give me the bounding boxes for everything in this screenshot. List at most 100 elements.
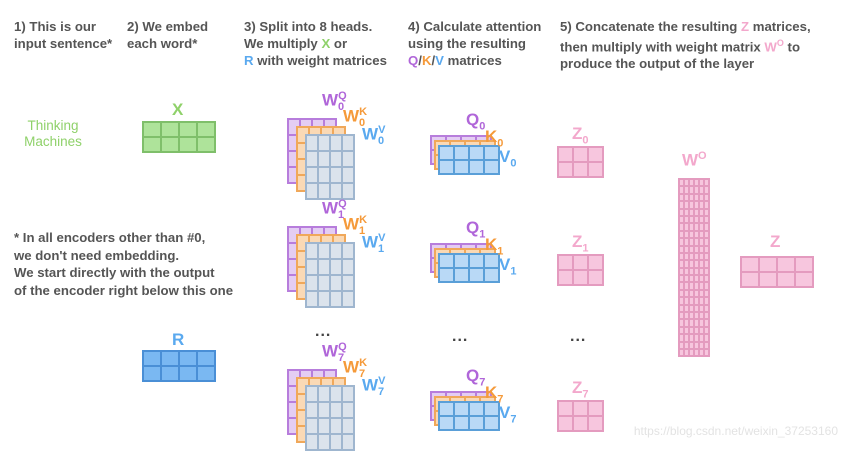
- z-matrix: [557, 146, 604, 178]
- wo-cell: [704, 193, 709, 202]
- wo-cell: [694, 223, 699, 231]
- wo-cell: [684, 267, 689, 276]
- heading-step-3: 3) Split into 8 heads. We multiply X or …: [244, 19, 387, 68]
- r-cell: [161, 351, 179, 366]
- matrix-cell: [306, 183, 318, 199]
- matrix-cell: [330, 402, 342, 418]
- matrix-cell: [439, 254, 454, 268]
- wo-cell: [684, 252, 689, 261]
- wv-label: W1V: [362, 232, 386, 256]
- wo-cell: [704, 341, 709, 349]
- matrix-cell: [306, 275, 318, 291]
- wq-label: W1Q: [322, 198, 347, 222]
- wo-cell: [694, 201, 699, 209]
- matrix-cell: [318, 167, 330, 183]
- r-cell: [197, 366, 215, 381]
- wo-cell: [699, 252, 704, 261]
- wo-cell: [689, 179, 694, 187]
- x-cell: [143, 122, 161, 137]
- matrix-cell: [342, 243, 354, 259]
- x-cell: [179, 122, 197, 137]
- wo-cell: [679, 238, 684, 246]
- wo-cell: [699, 312, 704, 320]
- wo-cell: [684, 245, 689, 253]
- x-cell: [143, 137, 161, 152]
- wo-cell: [694, 304, 699, 313]
- r-cell: [143, 366, 161, 381]
- wo-cell: [694, 252, 699, 261]
- wo-cell: [704, 260, 709, 268]
- wo-cell: [689, 186, 694, 194]
- matrix-cell: [306, 402, 318, 418]
- ellipsis-weights: ...: [315, 323, 332, 340]
- matrix-cell: [484, 160, 499, 174]
- wo-cell: [689, 312, 694, 320]
- z-label: Z7: [572, 378, 589, 401]
- matrix-cell: [330, 275, 342, 291]
- matrix-cell: [318, 386, 330, 402]
- wo-cell: [694, 348, 699, 357]
- watermark: https://blog.csdn.net/weixin_37253160: [633, 424, 838, 438]
- wo-cell: [699, 348, 704, 357]
- wo-cell: [684, 319, 689, 327]
- wo-cell: [704, 334, 709, 342]
- wo-cell: [699, 282, 704, 290]
- v-label: V0: [499, 147, 517, 170]
- q-label: Q0: [466, 110, 486, 133]
- matrix-cell: [318, 402, 330, 418]
- wo-cell: [684, 208, 689, 216]
- matrix-cell: [342, 183, 354, 199]
- matrix-cell: [573, 401, 588, 416]
- wo-cell: [704, 275, 709, 283]
- v-matrix: [438, 145, 500, 175]
- matrix-cell: [318, 151, 330, 167]
- wo-cell: [679, 312, 684, 320]
- wo-cell: [704, 282, 709, 290]
- wo-cell: [704, 223, 709, 231]
- matrix-cell: [318, 243, 330, 259]
- matrix-cell: [342, 402, 354, 418]
- wo-cell: [689, 193, 694, 202]
- wo-cell: [679, 186, 684, 194]
- matrix-cell: [439, 402, 454, 416]
- matrix-cell: [573, 270, 588, 285]
- wo-cell: [684, 179, 689, 187]
- wo-cell: [694, 260, 699, 268]
- heading-step-5: 5) Concatenate the resulting Z matrices,…: [560, 19, 811, 72]
- heading-step-1: 1) This is our input sentence*: [14, 19, 113, 51]
- wo-cell: [684, 326, 689, 335]
- wo-cell: [694, 245, 699, 253]
- wo-cell: [679, 245, 684, 253]
- wv-matrix: [305, 242, 355, 308]
- wo-cell: [694, 319, 699, 327]
- matrix-cell: [330, 183, 342, 199]
- z-output-cell: [777, 257, 795, 272]
- wo-cell: [704, 297, 709, 305]
- wo-cell: [694, 230, 699, 239]
- wo-cell: [704, 267, 709, 276]
- z-output-cell: [741, 272, 759, 287]
- matrix-cell: [558, 255, 573, 270]
- wo-label: WO: [682, 150, 707, 170]
- v-label: V7: [499, 403, 517, 426]
- matrix-cell: [439, 146, 454, 160]
- wo-cell: [679, 208, 684, 216]
- wo-cell: [684, 260, 689, 268]
- wo-cell: [679, 252, 684, 261]
- wo-cell: [679, 275, 684, 283]
- wo-cell: [699, 319, 704, 327]
- matrix-cell: [439, 416, 454, 430]
- matrix-cell: [588, 255, 603, 270]
- wo-cell: [699, 238, 704, 246]
- wo-cell: [694, 186, 699, 194]
- heading-step-4: 4) Calculate attention using the resulti…: [408, 19, 542, 68]
- r-matrix: [142, 350, 216, 382]
- k-label: K7: [485, 383, 504, 406]
- z-output-cell: [777, 272, 795, 287]
- wo-cell: [694, 312, 699, 320]
- wo-cell: [694, 275, 699, 283]
- matrix-cell: [342, 259, 354, 275]
- wo-cell: [679, 348, 684, 357]
- wo-cell: [684, 289, 689, 298]
